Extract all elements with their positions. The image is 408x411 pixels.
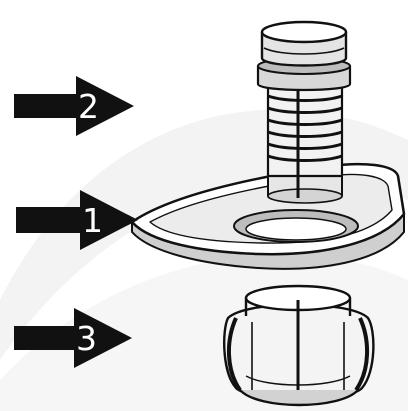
callout-arrow-2: 2 [14,76,134,136]
callout-label-1: 1 [82,201,103,240]
callout-label-3: 3 [76,319,97,358]
fine-filter-cup [224,286,373,405]
callout-label-2: 2 [78,87,99,126]
coarse-filter-cylinder [258,22,350,203]
